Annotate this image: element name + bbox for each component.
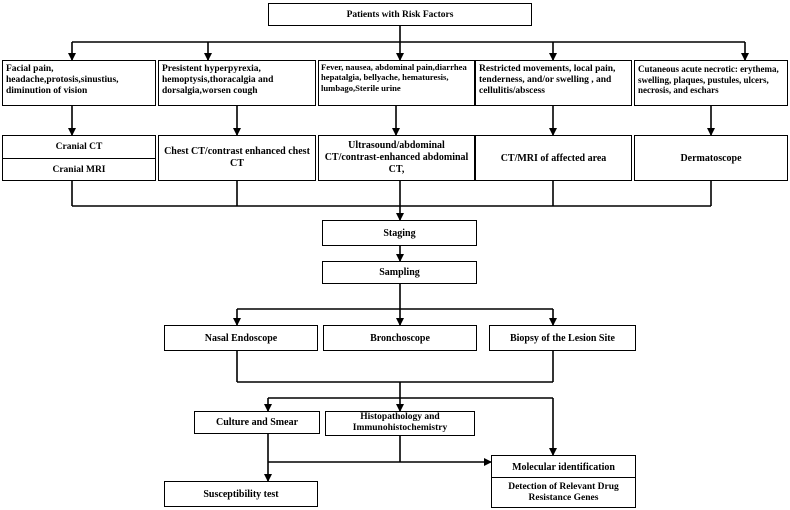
histopathology-box: Histopathology and Immunohistochemistry [325, 411, 475, 436]
symptom-pulmonary-box: Presistent hyperpyrexia, hemoptysis,thor… [158, 60, 316, 106]
biopsy-label: Biopsy of the Lesion Site [509, 333, 615, 344]
ct-mri-area-label: CT/MRI of affected area [500, 153, 607, 164]
drug-resistance-label: Detection of Relevant Drug Resistance Ge… [508, 482, 619, 503]
cranial-imaging-box: Cranial CT Cranial MRI [2, 135, 156, 181]
nasal-endoscope-label: Nasal Endoscope [204, 333, 278, 344]
culture-smear-label: Culture and Smear [215, 417, 299, 428]
biopsy-box: Biopsy of the Lesion Site [489, 325, 636, 351]
dermatoscope-box: Dermatoscope [634, 135, 788, 181]
bronchoscope-label: Bronchoscope [370, 333, 430, 344]
abdominal-imaging-label: Ultrasound/abdominal CT/contrast-enhance… [324, 140, 469, 175]
nasal-endoscope-box: Nasal Endoscope [164, 325, 318, 351]
chest-ct-label: Chest CT/contrast enhanced chest CT [164, 146, 310, 169]
dermatoscope-label: Dermatoscope [680, 153, 742, 164]
patients-label: Patients with Risk Factors [346, 10, 454, 20]
sampling-label: Sampling [379, 267, 420, 278]
culture-smear-box: Culture and Smear [194, 411, 320, 434]
sampling-box: Sampling [322, 261, 477, 284]
patients-box: Patients with Risk Factors [268, 3, 532, 26]
symptom-cutaneous-label: Cutaneous acute necrotic: erythema, swel… [638, 64, 779, 95]
staging-label: Staging [383, 228, 416, 239]
cranial-ct-label: Cranial CT [55, 142, 103, 152]
symptom-cranial-box: Facial pain, headache,protosis,sinustius… [2, 60, 156, 106]
chest-ct-box: Chest CT/contrast enhanced chest CT [158, 135, 316, 181]
ct-mri-area-box: CT/MRI of affected area [475, 135, 632, 181]
cranial-divider [3, 158, 155, 159]
symptom-pulmonary-label: Presistent hyperpyrexia, hemoptysis,thor… [162, 64, 274, 96]
symptom-cranial-label: Facial pain, headache,protosis,sinustius… [6, 64, 119, 96]
bronchoscope-box: Bronchoscope [323, 325, 477, 351]
abdominal-imaging-box: Ultrasound/abdominal CT/contrast-enhance… [318, 135, 475, 181]
cranial-mri-label: Cranial MRI [52, 165, 106, 175]
susceptibility-label: Susceptibility test [203, 489, 279, 500]
symptom-cutaneous-box: Cutaneous acute necrotic: erythema, swel… [634, 60, 788, 106]
molecular-divider [492, 477, 635, 478]
symptom-musculoskeletal-box: Restricted movements, local pain, tender… [475, 60, 632, 106]
staging-box: Staging [322, 220, 477, 246]
molecular-box: Molecular identification Detection of Re… [491, 455, 636, 508]
molecular-label: Molecular identification [512, 462, 615, 473]
symptom-musculoskeletal-label: Restricted movements, local pain, tender… [479, 64, 616, 96]
symptom-abdominal-label: Fever, nausea, abdominal pain,diarrhea h… [321, 62, 467, 93]
histopathology-label: Histopathology and Immunohistochemistry [352, 412, 448, 433]
susceptibility-box: Susceptibility test [164, 481, 318, 507]
symptom-abdominal-box: Fever, nausea, abdominal pain,diarrhea h… [318, 60, 475, 106]
